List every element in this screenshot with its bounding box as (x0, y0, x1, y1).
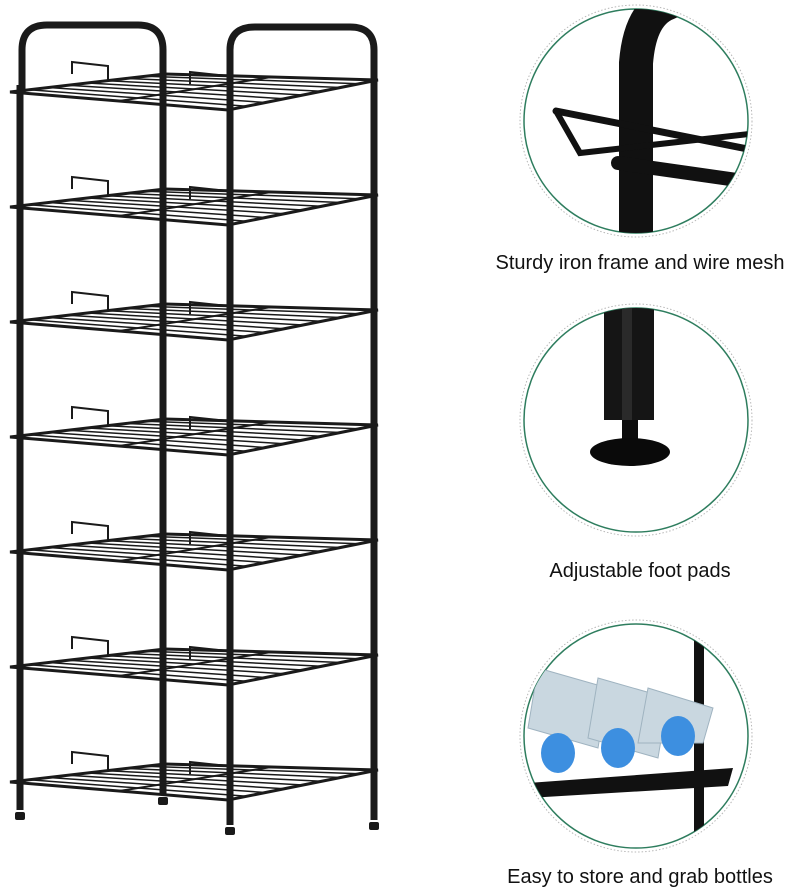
shelf-front-guard (189, 70, 229, 90)
foot-pad (225, 827, 235, 835)
shelf-wire (118, 651, 272, 677)
bottles-closeup-image (519, 619, 753, 853)
shelf-5 (9, 532, 379, 572)
shelf-7 (9, 762, 379, 802)
top-arch-right (226, 23, 378, 95)
feature-caption: Adjustable foot pads (549, 560, 731, 582)
feature-caption: Sturdy iron frame and wire mesh (495, 252, 785, 274)
feature-caption: Easy to store and grab bottles (507, 866, 773, 888)
shelf-front-guard (71, 635, 109, 655)
shelf-front-guard (71, 290, 109, 310)
foot-pad-closeup-image (519, 303, 753, 537)
foot-pad (15, 812, 25, 820)
shelf-front-guard (71, 750, 109, 770)
shelf-6 (9, 647, 379, 687)
wire-shelf-rack-image (9, 21, 379, 835)
foot-pad (369, 822, 379, 830)
shelf-3 (9, 302, 379, 342)
shelf-wire (118, 536, 272, 562)
foot-pad (158, 797, 168, 805)
shelf-4 (9, 417, 379, 457)
shelf-wire (118, 421, 272, 447)
shelf-wire (118, 191, 272, 217)
shelf-wire (118, 76, 272, 102)
shelf-front-guard (71, 405, 109, 425)
shelf-wire (118, 306, 272, 332)
frame-closeup-image (519, 4, 753, 238)
shelf-front-guard (71, 60, 109, 80)
top-arch-left (18, 21, 167, 90)
shelf-wire (118, 766, 272, 792)
shelf-1 (9, 72, 379, 112)
shelf-front-guard (71, 520, 109, 540)
shelf-2 (9, 187, 379, 227)
shelf-front-guard (71, 175, 109, 195)
